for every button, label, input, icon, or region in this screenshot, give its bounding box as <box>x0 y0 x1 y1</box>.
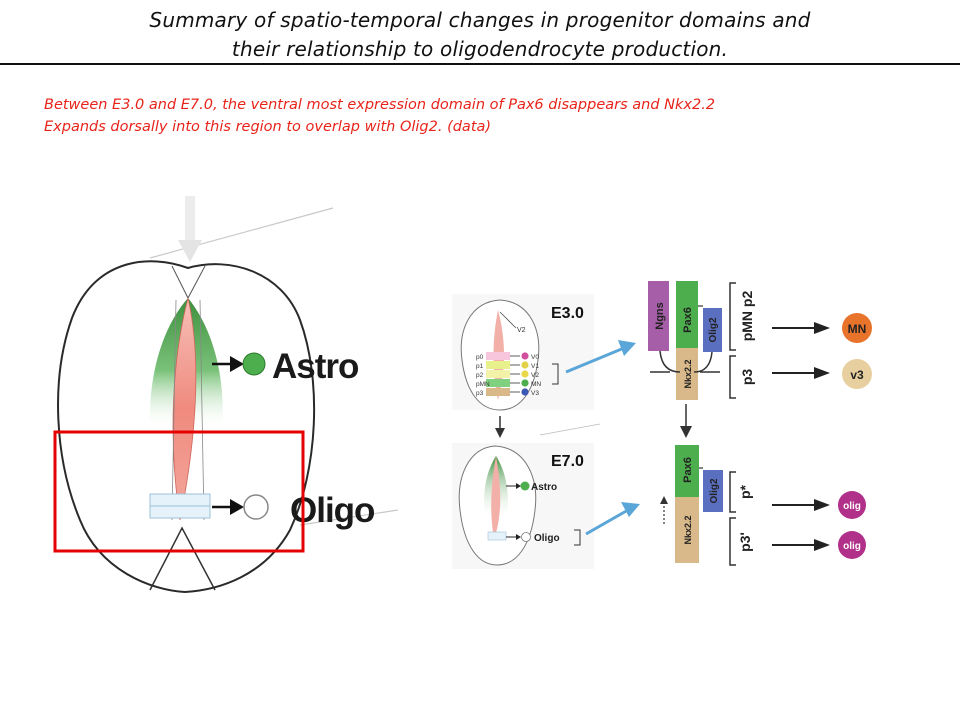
mini-neuron-dot <box>521 370 529 378</box>
blue-arrow-e7-icon <box>585 502 640 536</box>
mini-neuron-dot <box>521 361 529 369</box>
mini-domain-band <box>486 361 510 369</box>
mini-domain-band <box>486 352 510 360</box>
mini-domain-label: p3 <box>476 390 484 397</box>
gene-diagram-e7 <box>660 445 723 563</box>
gene-pax6-e3: Pax6 <box>682 307 694 333</box>
v3-cell <box>842 359 872 389</box>
mini-domain-label: pMN <box>476 381 490 388</box>
domain-pstar: p* <box>737 484 753 499</box>
blue-arrow-e3-icon <box>565 340 636 374</box>
mini-domain-band <box>486 379 510 387</box>
olig-cell-1 <box>838 491 866 519</box>
mini-neuron-dot <box>521 352 529 360</box>
mini-neuron-dot <box>521 388 529 396</box>
mini-domain-band <box>486 370 510 378</box>
arrow-to-v3-icon <box>772 367 830 379</box>
highlight-box <box>53 430 305 553</box>
mn-cell <box>842 313 872 343</box>
oligo-domain <box>149 493 211 519</box>
ventricle-domain <box>172 297 197 521</box>
astro-label: Astro <box>272 347 359 386</box>
astro-arrow-icon <box>212 356 244 372</box>
mini-domain-label: p0 <box>476 354 484 361</box>
mini-tube-e7 <box>452 423 601 569</box>
mini-oligo-arrow-icon <box>506 534 521 540</box>
olig-label-1: olig <box>843 501 861 512</box>
olig-label-2: olig <box>843 541 861 552</box>
olig-cell-2 <box>838 531 866 559</box>
arrow-to-olig-2-icon <box>772 539 830 551</box>
gene-olig2-e7: Olig2 <box>709 478 720 503</box>
arrow-to-mn-icon <box>772 322 830 334</box>
e3-label: E3.0 <box>551 305 584 322</box>
mini-domain-band <box>486 388 510 396</box>
gene-ngns: Ngns <box>654 302 666 330</box>
oligodendrocyte-dot <box>243 494 269 520</box>
gene-olig2-e3: Olig2 <box>708 317 719 342</box>
mini-neuron-label: V0 <box>531 354 539 361</box>
gene-timeline-arrow-icon <box>680 404 692 438</box>
slide-title-line-1: Summary of spatio-temporal changes in pr… <box>149 8 811 32</box>
dorsal-arrow-icon <box>178 196 202 262</box>
mini-domain-label: p2 <box>476 372 484 379</box>
v3-label: v3 <box>850 368 864 382</box>
arrow-to-olig-1-icon <box>772 499 830 511</box>
mini-neuron-dot <box>521 379 529 387</box>
domain-p3-prime: p3' <box>737 532 753 552</box>
gene-pax6-e7: Pax6 <box>682 457 694 483</box>
mini-oligo-label: Oligo <box>534 533 560 544</box>
mini-astro-label: Astro <box>531 482 557 493</box>
title-rule <box>0 63 960 65</box>
mini-neuron-label: V3 <box>531 390 539 397</box>
gene-nkx22-e7: Nkx2.2 <box>683 515 693 544</box>
domain-pmn-p2: pMN p2 <box>739 291 755 342</box>
slide-title-line-2: their relationship to oligodendrocyte pr… <box>231 37 729 61</box>
mini-neuron-label: V2 <box>531 372 539 379</box>
oligo-arrow-icon <box>212 499 244 515</box>
gene-diagram-e3 <box>648 281 722 400</box>
domain-p3-e3: p3 <box>739 369 755 386</box>
mini-neuron-label: V1 <box>531 363 539 370</box>
gene-nkx22-e3: Nkx2.2 <box>683 359 693 388</box>
mini-domain-label: p1 <box>476 363 484 370</box>
body-text-line-2: Expands dorsally into this region to ove… <box>44 119 492 135</box>
mini-astro-arrow-icon <box>506 483 521 489</box>
body-text-line-1: Between E3.0 and E7.0, the ventral most … <box>44 97 716 113</box>
mn-label: MN <box>848 322 867 336</box>
astrocyte-dot <box>242 352 266 376</box>
mini-neuron-label: MN <box>531 381 541 388</box>
e7-label: E7.0 <box>551 453 584 470</box>
mini-domain-rows: p0 V0 p1 V1 p2 V2 pMN MN p3 V3 <box>476 352 541 397</box>
timeline-down-arrow-icon <box>495 416 505 438</box>
mini-v2-label: V2 <box>517 327 526 334</box>
